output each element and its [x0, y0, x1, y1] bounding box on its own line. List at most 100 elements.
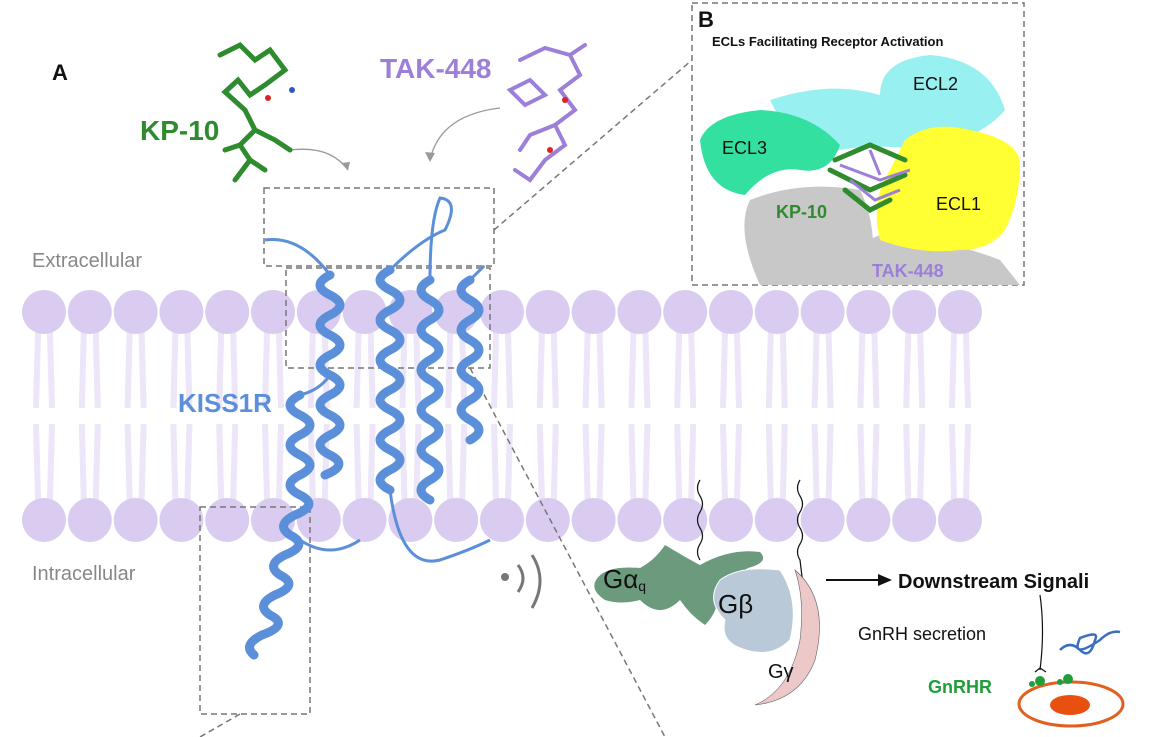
- gnrhr-receptor-icon: [1029, 681, 1035, 687]
- lipid-head: [663, 498, 708, 542]
- lipid-tail: [262, 423, 284, 501]
- panel-b-surface: [700, 55, 1020, 285]
- tak448-structure: [506, 43, 587, 183]
- gnrh-secretion-label: GnRH secretion: [858, 624, 986, 644]
- kp10-label: KP-10: [140, 115, 219, 146]
- inhibit-bar: [1034, 667, 1047, 673]
- ligand-arrow: [289, 148, 349, 171]
- lipid-head: [571, 290, 616, 334]
- lipid-tail: [857, 423, 880, 501]
- ecl3-label: ECL3: [722, 138, 767, 158]
- lipid-tail: [903, 423, 926, 501]
- gnrh-peptide-icon: [1059, 630, 1121, 655]
- lipid-tail: [949, 331, 971, 409]
- lipid-tail: [720, 423, 742, 501]
- lipid-head: [113, 498, 158, 542]
- downstream-signaling-label: Downstream Signali: [898, 571, 1089, 593]
- ecl1-label: ECL1: [936, 194, 981, 214]
- lipid-head: [342, 498, 387, 542]
- lipid-head: [113, 290, 158, 334]
- ecl3-surface: [700, 110, 840, 195]
- lipid-head: [251, 290, 295, 334]
- lipid-head: [709, 290, 753, 334]
- lipid-tail: [353, 423, 376, 501]
- lipid-tail: [765, 423, 788, 501]
- lipid-head: [296, 290, 341, 334]
- gbeta-label: Gβ: [718, 589, 753, 619]
- lipid-tail: [399, 331, 422, 409]
- lipid-head: [434, 498, 479, 542]
- lipid-tail: [536, 331, 559, 409]
- gnrhr-receptor-icon: [1057, 679, 1063, 685]
- lipid-head: [205, 498, 250, 542]
- lipid-tail: [170, 331, 193, 409]
- lipid-tail: [33, 423, 55, 501]
- connector-line: [199, 713, 241, 737]
- lipid-tail: [78, 423, 101, 501]
- lipid-tail: [903, 331, 926, 409]
- gbeta-shape: [713, 568, 794, 653]
- lipid-tail: [857, 331, 880, 409]
- lipid-head: [22, 498, 66, 542]
- ligand-arrow: [429, 107, 501, 161]
- gnrhr-receptor-icon: [1063, 674, 1073, 684]
- galpha-q-shape: [594, 545, 764, 625]
- lipid-tail: [399, 423, 422, 501]
- lipid-head: [754, 290, 799, 334]
- lipid-head: [480, 290, 524, 334]
- panel-b-tak448-label: TAK-448: [872, 261, 944, 281]
- panel-a-label: A: [52, 60, 68, 85]
- lipid-head: [67, 290, 112, 334]
- lipid-head: [892, 498, 937, 542]
- ecl2-label: ECL2: [913, 74, 958, 94]
- lipid-tail: [124, 331, 147, 409]
- panel-b-kp10-label: KP-10: [776, 202, 827, 222]
- lipid-head: [525, 290, 570, 334]
- ecl-zoom-box: [263, 187, 495, 267]
- lipid-tail: [720, 331, 742, 409]
- lipid-tail: [765, 331, 788, 409]
- lipid-tail: [582, 423, 605, 501]
- lipid-tail: [536, 423, 559, 501]
- lipid-tail: [628, 423, 651, 501]
- lipid-head: [342, 290, 387, 334]
- tak448-label: TAK-448: [380, 53, 492, 84]
- lipid-tail: [491, 423, 513, 501]
- lipid-head: [800, 290, 845, 334]
- lipid-head: [296, 498, 341, 542]
- lipid-tail: [262, 331, 284, 409]
- lipid-head: [67, 498, 112, 542]
- lipid-tail: [124, 423, 147, 501]
- arrowhead: [341, 162, 350, 170]
- lipid-head: [22, 290, 66, 334]
- panel-b-title: ECLs Facilitating Receptor Activation: [712, 34, 943, 49]
- intracellular-label: Intracellular: [32, 563, 136, 585]
- lipid-head: [938, 290, 982, 334]
- lipid-head: [800, 498, 845, 542]
- lipid-tail: [216, 423, 239, 501]
- arrowhead: [878, 574, 892, 586]
- lipid-head: [617, 498, 662, 542]
- arrowhead: [425, 152, 435, 162]
- ecl1-surface: [876, 126, 1020, 252]
- lipid-head: [480, 498, 524, 542]
- lipid-tail: [445, 423, 468, 501]
- lipid-tail: [628, 331, 651, 409]
- lipid-tail: [949, 423, 971, 501]
- lipid-tail: [811, 423, 834, 501]
- lipid-tail: [811, 331, 834, 409]
- connector-line: [493, 59, 693, 231]
- connector-line: [469, 367, 666, 737]
- lipid-head: [159, 498, 204, 542]
- lipid-head: [846, 290, 891, 334]
- kp10-structure: [217, 41, 295, 183]
- lipid-tail: [491, 331, 513, 409]
- lipid-head: [892, 290, 937, 334]
- gnrhr-label: GnRHR: [928, 677, 992, 697]
- lipid-tail: [78, 331, 101, 409]
- lipid-tail: [216, 331, 239, 409]
- lipid-head: [709, 498, 753, 542]
- cell-nucleus-icon: [1050, 695, 1090, 715]
- lipid-tail: [353, 331, 376, 409]
